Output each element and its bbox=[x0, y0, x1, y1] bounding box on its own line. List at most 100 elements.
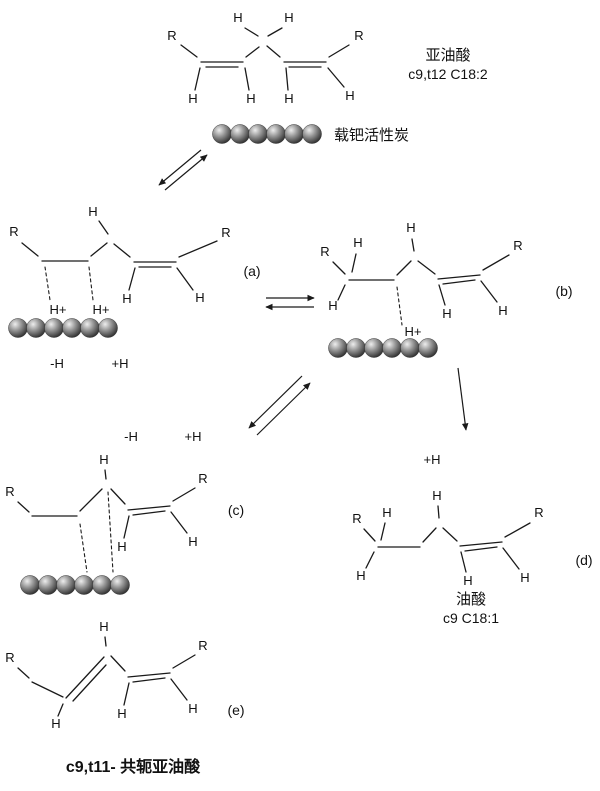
r-group-label: R bbox=[534, 505, 543, 520]
catalyst-sphere-icon bbox=[8, 318, 28, 338]
hydrogen-label: H bbox=[117, 706, 126, 721]
minus-h-label: -H bbox=[50, 356, 64, 371]
hydrogen-label: H bbox=[88, 204, 97, 219]
r-group-label: R bbox=[354, 28, 363, 43]
catalyst-sphere-icon bbox=[20, 575, 40, 595]
plus-h-label: +H bbox=[424, 452, 441, 467]
catalyst-sphere-icon bbox=[302, 124, 322, 144]
hydrogen-label: H bbox=[432, 488, 441, 503]
catalyst-sphere-icon bbox=[382, 338, 402, 358]
hydrogen-label: H bbox=[188, 534, 197, 549]
bond-skeleton bbox=[332, 238, 510, 326]
hydrogen-label: H bbox=[195, 290, 204, 305]
r-group-label: R bbox=[9, 224, 18, 239]
catalyst-sphere-icon bbox=[62, 318, 82, 338]
bond-skeleton bbox=[17, 636, 196, 717]
catalyst-sphere-icon bbox=[266, 124, 286, 144]
catalyst-row-c bbox=[20, 575, 130, 595]
catalyst-sphere-icon bbox=[74, 575, 94, 595]
oleic-caption: 油酸 c9 C18:1 bbox=[443, 591, 499, 626]
molecule-oleic-acid: R H H H H H R bbox=[352, 488, 543, 588]
r-group-label: R bbox=[352, 511, 361, 526]
hydrogen-label: H bbox=[353, 235, 362, 250]
hydrogen-label: H bbox=[442, 306, 451, 321]
bond-skeleton bbox=[180, 27, 350, 91]
r-group-label: R bbox=[167, 28, 176, 43]
catalyst-sphere-icon bbox=[328, 338, 348, 358]
hydrogen-label: H bbox=[284, 91, 293, 106]
bond-skeleton bbox=[21, 220, 218, 301]
r-group-label: R bbox=[513, 238, 522, 253]
hydrogen-label: H bbox=[498, 303, 507, 318]
catalyst-sphere-icon bbox=[212, 124, 232, 144]
conjugated-caption: c9,t11- 共轭亚油酸 bbox=[66, 757, 201, 776]
hydrogen-label: H bbox=[345, 88, 354, 103]
step-label-e: (e) bbox=[227, 702, 244, 718]
plus-h-label: +H bbox=[112, 356, 129, 371]
catalyst-row-top: 载钯活性炭 bbox=[212, 124, 409, 144]
catalyst-label: 载钯活性炭 bbox=[334, 127, 409, 144]
catalyst-sphere-icon bbox=[56, 575, 76, 595]
linoleic-formula: c9,t12 C18:2 bbox=[408, 66, 488, 82]
hydrogen-label: H bbox=[188, 701, 197, 716]
hydrogen-label: H bbox=[99, 452, 108, 467]
minus-h-label: -H bbox=[124, 429, 138, 444]
bond-skeleton bbox=[363, 505, 531, 573]
molecule-intermediate-c: H R H H R bbox=[5, 452, 208, 573]
step-label-d: (d) bbox=[575, 552, 592, 568]
catalyst-sphere-icon bbox=[230, 124, 250, 144]
oleic-formula: c9 C18:1 bbox=[443, 610, 499, 626]
adsorbed-h-plus-label: H+ bbox=[93, 302, 110, 317]
hydrogen-label: H bbox=[51, 716, 60, 731]
catalyst-sphere-icon bbox=[400, 338, 420, 358]
molecule-intermediate-b: R H H H H+ H H R bbox=[320, 220, 522, 339]
catalyst-sphere-icon bbox=[418, 338, 438, 358]
catalyst-sphere-icon bbox=[38, 575, 58, 595]
r-group-label: R bbox=[221, 225, 230, 240]
catalyst-sphere-icon bbox=[80, 318, 100, 338]
hydrogen-label: H bbox=[328, 298, 337, 313]
linoleic-caption: 亚油酸 c9,t12 C18:2 bbox=[408, 47, 488, 82]
r-group-label: R bbox=[198, 471, 207, 486]
hydrogen-label: H bbox=[99, 619, 108, 634]
catalyst-sphere-icon bbox=[92, 575, 112, 595]
molecule-conjugated-diene: H R H H H R bbox=[5, 619, 207, 731]
catalyst-row-a bbox=[8, 318, 118, 338]
hydrogen-label: H bbox=[246, 91, 255, 106]
r-group-label: R bbox=[5, 650, 14, 665]
oleic-name: 油酸 bbox=[456, 591, 486, 608]
r-group-label: R bbox=[5, 484, 14, 499]
hydrogen-label: H bbox=[188, 91, 197, 106]
catalyst-sphere-icon bbox=[26, 318, 46, 338]
equilibrium-arrow-top bbox=[158, 149, 208, 191]
hydrogen-label: H bbox=[122, 291, 131, 306]
linoleic-name: 亚油酸 bbox=[425, 47, 470, 64]
molecule-intermediate-a: R H R H H H+ H+ bbox=[9, 204, 230, 317]
catalyst-sphere-icon bbox=[110, 575, 130, 595]
equilibrium-arrow-center bbox=[265, 294, 315, 311]
catalyst-sphere-icon bbox=[284, 124, 304, 144]
catalyst-sphere-icon bbox=[248, 124, 268, 144]
hydrogen-label: H bbox=[117, 539, 126, 554]
hydrogen-label: H bbox=[284, 10, 293, 25]
hydrogen-label: H bbox=[356, 568, 365, 583]
catalyst-sphere-icon bbox=[364, 338, 384, 358]
r-group-label: R bbox=[198, 638, 207, 653]
equilibrium-arrow-lower bbox=[248, 375, 311, 436]
hydrogen-label: H bbox=[233, 10, 242, 25]
bond-skeleton bbox=[17, 469, 196, 573]
plus-h-label: +H bbox=[185, 429, 202, 444]
catalyst-sphere-icon bbox=[98, 318, 118, 338]
catalyst-sphere-icon bbox=[346, 338, 366, 358]
arrow-b-to-d bbox=[457, 367, 469, 431]
step-label-a: (a) bbox=[243, 263, 260, 279]
hydrogen-label: H bbox=[520, 570, 529, 585]
catalyst-row-b bbox=[328, 338, 438, 358]
hydrogen-label: H bbox=[463, 573, 472, 588]
step-label-b: (b) bbox=[555, 283, 572, 299]
adsorbed-h-plus-label: H+ bbox=[50, 302, 67, 317]
hydrogen-label: H bbox=[382, 505, 391, 520]
adsorbed-h-plus-label: H+ bbox=[405, 324, 422, 339]
